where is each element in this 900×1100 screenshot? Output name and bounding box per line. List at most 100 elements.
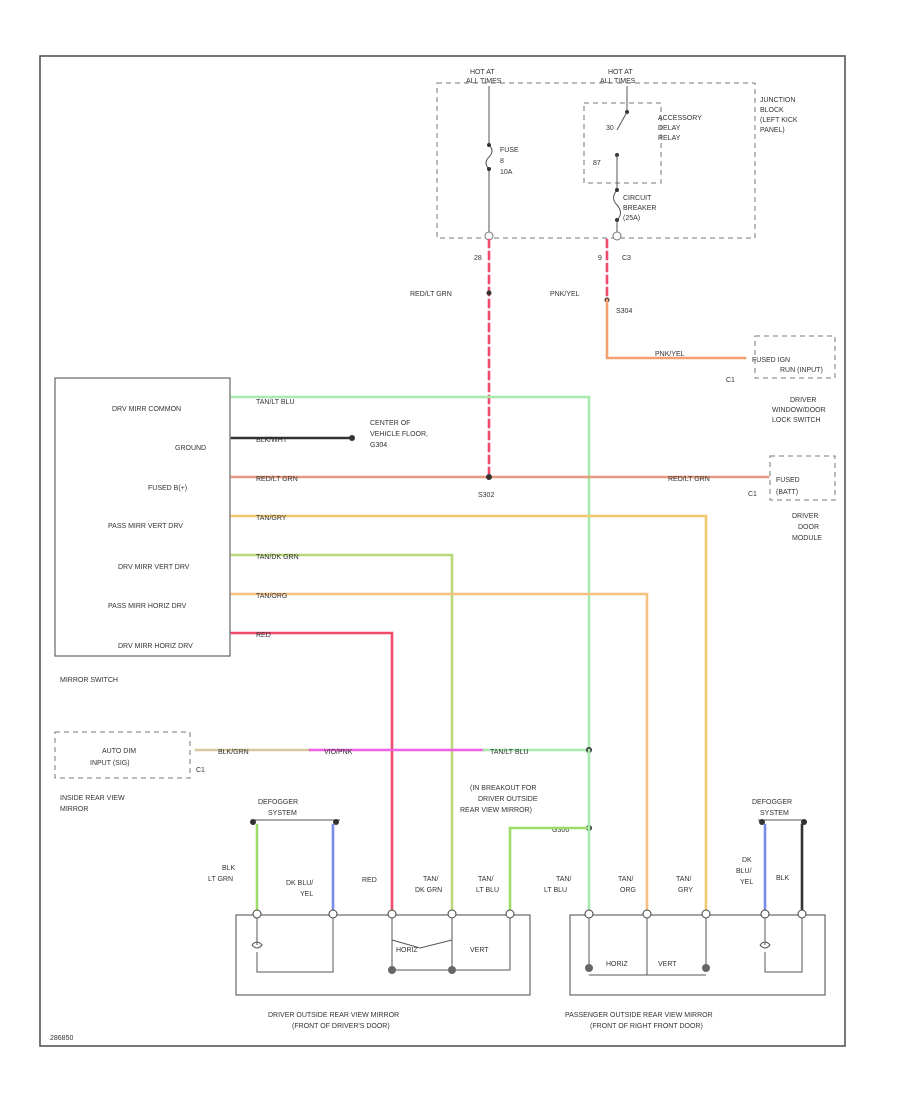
wire-label-drv-horiz: RED <box>256 632 271 639</box>
drv-motor-wiring <box>391 918 511 971</box>
switch-pin-6: DRV MIRR HORIZ DRV <box>118 643 193 650</box>
pass-horiz-motor-icon <box>585 964 593 972</box>
wire-label-pnk-yel-2: PNK/YEL <box>655 351 685 358</box>
pass-pin-3 <box>701 909 711 919</box>
drv-wire-label-3b: DK GRN <box>415 887 442 894</box>
driver-mirror-box <box>235 914 531 996</box>
inside-mirror-outline <box>54 731 191 779</box>
pass-wire-label-1a: TAN/ <box>618 876 633 883</box>
drv-wire-label-1b: YEL <box>300 891 313 898</box>
junction-block-label-2: BLOCK <box>760 107 784 114</box>
wire-label-pass-vert: TAN/GRY <box>256 515 287 522</box>
wire-tan-lt-blu-common <box>230 395 591 752</box>
pin-9-label: 9 <box>598 255 602 262</box>
fused-ign-run-2: RUN (INPUT) <box>780 367 823 374</box>
pass-horiz-label: HORIZ <box>606 961 629 968</box>
drv-pin-3 <box>387 909 397 919</box>
accessory-relay-outline <box>583 102 662 184</box>
fused-ign-run-1: FUSED IGN <box>752 357 790 364</box>
drv-wire-label-3a: TAN/ <box>423 876 438 883</box>
defogger-left-node-2 <box>333 819 339 825</box>
junction-block-label-4: PANEL) <box>760 127 785 134</box>
c1-lock-switch: C1 <box>726 377 735 384</box>
defogger-left-node-1 <box>250 819 256 825</box>
wire-label-pnk-yel: PNK/YEL <box>550 291 580 298</box>
switch-pin-labels: DRV MIRR COMMON GROUND FUSED B(+) PASS M… <box>108 406 206 650</box>
drv-pin-4 <box>447 909 457 919</box>
pass-wire-label-3c: YEL <box>740 879 753 886</box>
wire-pnk-yel-to-lock-switch <box>605 298 747 360</box>
wire-tan-gry-pass-vert <box>230 514 708 914</box>
breakout-label-1: (IN BREAKOUT FOR <box>470 785 536 792</box>
breakout-label-3: REAR VIEW MIRROR) <box>460 807 532 814</box>
lock-switch-label-3: LOCK SWITCH <box>772 417 821 424</box>
breaker-node-top <box>615 188 619 192</box>
defogger-right-label-1: DEFOGGER <box>752 799 792 806</box>
circuit-breaker-symbol <box>613 189 621 221</box>
defogger-left-label-1: DEFOGGER <box>258 799 298 806</box>
switch-pin-5: PASS MIRR HORIZ DRV <box>108 603 187 610</box>
wire-label-vio-pnk: VIO/PNK <box>324 749 353 756</box>
defogger-right-node-1 <box>759 819 765 825</box>
switch-pin-0: DRV MIRR COMMON <box>112 406 181 413</box>
drv-horiz-label: HORIZ <box>396 947 419 954</box>
drv-wire-label-4b: LT BLU <box>476 887 499 894</box>
diagram-frame <box>39 55 846 1047</box>
pass-mirror-label-2: (FRONT OF RIGHT FRONT DOOR) <box>590 1023 703 1030</box>
pass-wire-label-0b: LT BLU <box>544 887 567 894</box>
relay-pin-30: 30 <box>606 125 614 132</box>
wire-label-tan-lt-blu-inside: TAN/LT BLU <box>490 749 529 756</box>
drv-pin-1 <box>252 909 262 919</box>
inside-mirror-label-2: MIRROR <box>60 806 88 813</box>
passenger-mirror-pins <box>584 909 807 919</box>
fuse-node-top <box>487 143 491 147</box>
wire-tan-org-pass-horiz <box>230 592 649 914</box>
switch-pin-2: FUSED B(+) <box>148 485 187 492</box>
wire-label-blk-grn: BLK/GRN <box>218 749 249 756</box>
door-module-label-1: DRIVER <box>792 513 818 520</box>
switch-pin-1: GROUND <box>175 445 206 452</box>
wire-label-red-lt-grn: RED/LT GRN <box>410 291 452 298</box>
conn-c3-label: C3 <box>622 255 631 262</box>
c1-door-module: C1 <box>748 491 757 498</box>
pass-pin-4 <box>760 909 770 919</box>
lock-switch-label-2: WINDOW/DOOR <box>772 407 826 414</box>
defogger-left-label-2: SYSTEM <box>268 810 297 817</box>
pass-pin-2 <box>642 909 652 919</box>
drv-horiz-motor-icon <box>388 966 396 974</box>
relay-label-2: DELAY <box>658 125 681 132</box>
mirror-switch-label: MIRROR SWITCH <box>60 677 118 684</box>
wire-label-drv-vert: TAN/DK GRN <box>256 554 299 561</box>
figure-id: 286850 <box>50 1035 73 1042</box>
fuse-label-3: 10A <box>500 169 513 176</box>
drv-wire-label-1a: DK BLU/ <box>286 880 313 887</box>
door-module-label-3: MODULE <box>792 535 822 542</box>
pass-wire-label-1b: ORG <box>620 887 636 894</box>
splice-s304-label: S304 <box>616 308 632 315</box>
driver-mirror-label-1: DRIVER OUTSIDE REAR VIEW MIRROR <box>268 1012 399 1019</box>
splice-red-node <box>486 290 492 296</box>
wire-label-pass-horiz: TAN/ORG <box>256 593 287 600</box>
breakout-label-2: DRIVER OUTSIDE <box>478 796 538 803</box>
pass-wire-label-3b: BLU/ <box>736 868 752 875</box>
relay-label-3: RELAY <box>658 135 681 142</box>
wire-label-fused-b: RED/LT GRN <box>256 476 298 483</box>
passenger-mirror-box <box>569 914 826 996</box>
c1-inside-mirror: C1 <box>196 767 205 774</box>
g306-label: G306 <box>552 827 569 834</box>
splice-s302-dot <box>486 474 492 480</box>
fuse-8-symbol <box>485 144 493 170</box>
drv-wire-label-0b: LT GRN <box>208 876 233 883</box>
relay-contact <box>616 111 628 131</box>
ground-g304-dot <box>349 435 355 441</box>
lock-switch-label-1: DRIVER <box>790 397 816 404</box>
pass-pin-5 <box>797 909 807 919</box>
ground-label-2: VEHICLE FLOOR, <box>370 431 428 438</box>
breaker-label-3: (25A) <box>623 215 640 222</box>
auto-dim-label-2: INPUT (SIG) <box>90 760 130 767</box>
drv-pin-5 <box>505 909 515 919</box>
hot-right-line2: ALL TIMES <box>600 78 636 85</box>
pass-wire-label-4a: BLK <box>776 875 790 882</box>
pass-wire-label-3a: DK <box>742 857 752 864</box>
